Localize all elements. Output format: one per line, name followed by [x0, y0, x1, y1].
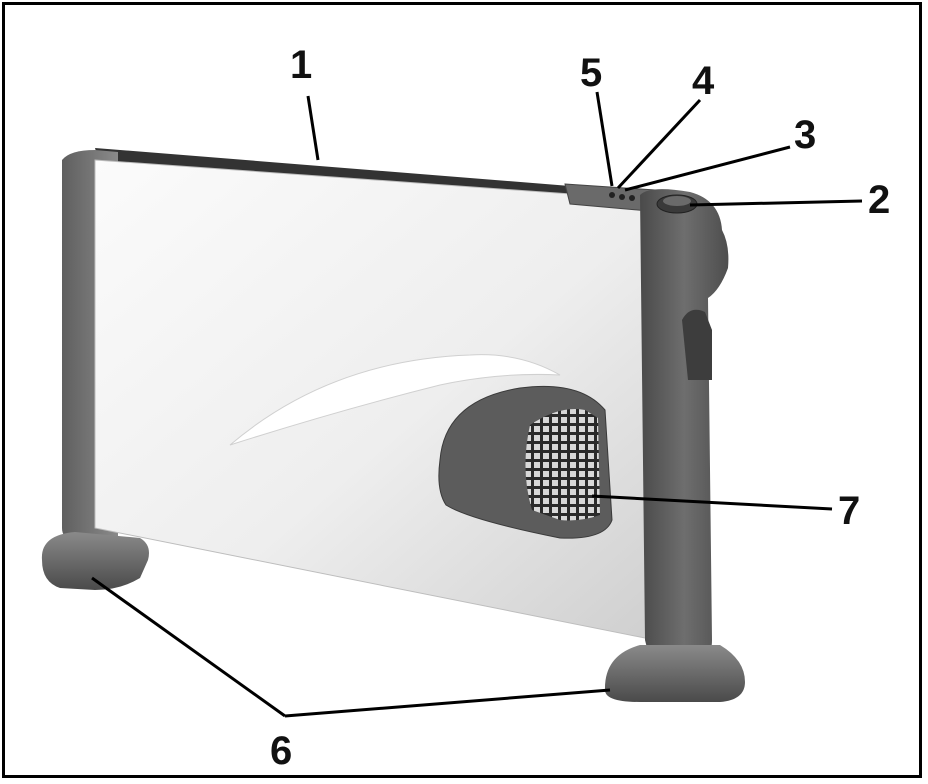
- leader-5: [595, 91, 614, 187]
- callout-2: 2: [868, 178, 890, 222]
- switch-1: [619, 194, 625, 200]
- switch-2: [629, 195, 635, 201]
- fan-grille: [525, 409, 600, 521]
- thermostat-knob-top: [663, 196, 691, 206]
- leader-1: [306, 95, 320, 161]
- leader-lines: [91, 91, 863, 718]
- callout-6: 6: [270, 729, 292, 773]
- indicator-light: [609, 192, 615, 198]
- leader-6a: [91, 576, 286, 718]
- left-foot: [41, 532, 149, 590]
- callout-7: 7: [838, 489, 860, 533]
- carry-handle-right: [682, 309, 712, 380]
- callout-4: 4: [692, 59, 715, 103]
- right-foot: [604, 645, 745, 702]
- leader-7: [591, 494, 833, 511]
- leader-6b: [284, 688, 611, 718]
- leader-4: [616, 98, 702, 190]
- callout-3: 3: [794, 113, 816, 157]
- leader-3: [624, 145, 791, 192]
- callout-5: 5: [580, 51, 602, 95]
- right-side-housing: [640, 189, 729, 668]
- leader-2: [689, 199, 863, 207]
- panel-wave: [229, 354, 561, 446]
- callout-1: 1: [290, 43, 312, 87]
